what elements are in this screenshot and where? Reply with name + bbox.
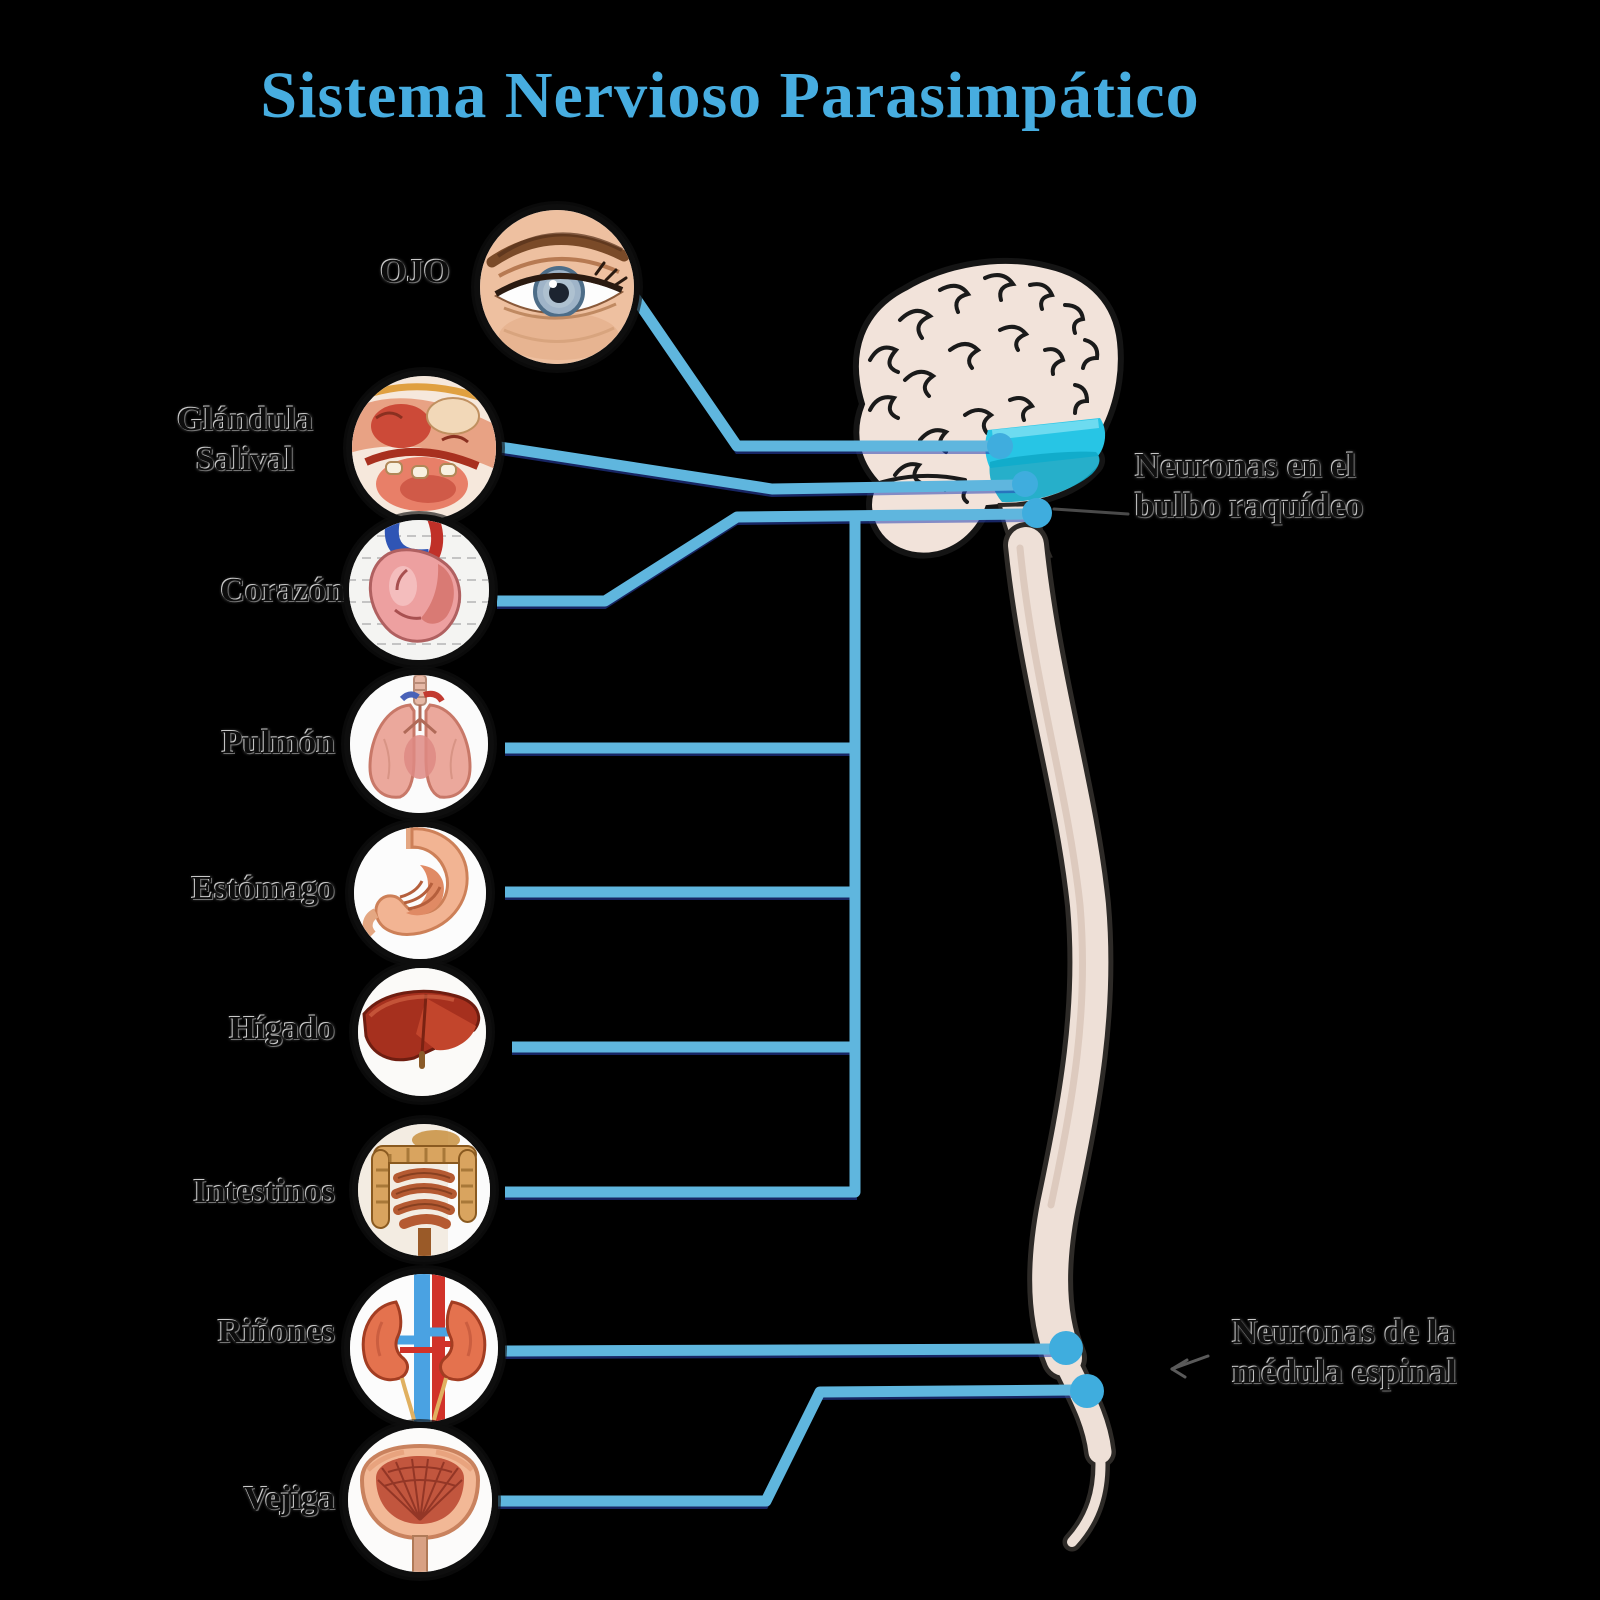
nerve-trunk-intestinos xyxy=(505,514,861,1198)
annotation-medula-line1: Neuronas de la xyxy=(1232,1312,1455,1351)
bulbo-pointer-line xyxy=(1052,507,1130,516)
label-glandula-salival: Glándula Salival xyxy=(176,401,314,478)
pulmon-illustration xyxy=(350,675,488,813)
label-ojo: OJO xyxy=(380,253,450,290)
corazon-illustration xyxy=(349,520,489,660)
bulbo-neuron-node-1 xyxy=(987,433,1013,459)
organ-circle-glandula-salival xyxy=(346,370,502,526)
label-pulmon: Pulmón xyxy=(221,724,335,761)
neuron-nodes xyxy=(987,433,1104,1408)
brain-gyri-texture xyxy=(868,273,1100,504)
organ-circle-estomago xyxy=(348,821,492,965)
label-rinones: Riñones xyxy=(217,1313,335,1350)
glandula-salival-illustration xyxy=(352,376,496,520)
intestinos-illustration xyxy=(358,1124,490,1256)
ojo-illustration xyxy=(480,210,634,364)
estomago-illustration xyxy=(354,827,486,959)
medula-neuron-node-1 xyxy=(1049,1331,1083,1365)
medula-pointer-arrow xyxy=(1170,1354,1210,1379)
organ-circle-higado xyxy=(352,962,492,1102)
bulbo-neuron-node-2 xyxy=(1012,471,1038,497)
label-estomago: Estómago xyxy=(191,870,335,907)
annotation-bulbo-line2: bulbo raquídeo xyxy=(1135,486,1364,525)
nerve-line-corazon xyxy=(497,508,1027,607)
nerve-line-rinones xyxy=(504,1343,1057,1357)
higado-illustration xyxy=(358,968,486,1096)
nerve-line-glandula xyxy=(499,441,1019,495)
medula-neuron-node-2 xyxy=(1070,1374,1104,1408)
label-vejiga: Vejiga xyxy=(243,1480,335,1517)
organ-circle-ojo xyxy=(474,204,640,370)
bulbo-neuron-node-3 xyxy=(1022,498,1052,528)
organ-circle-corazon xyxy=(343,514,495,666)
organ-circle-intestinos xyxy=(352,1118,496,1262)
annotation-bulbo-line1: Neuronas en el xyxy=(1135,446,1357,485)
label-intestinos: Intestinos xyxy=(193,1173,335,1210)
nerve-line-ojo xyxy=(629,292,994,452)
annotation-bulbo-raquideo: Neuronas en el bulbo raquídeo xyxy=(1135,446,1495,526)
annotation-medula-espinal: Neuronas de la médula espinal xyxy=(1232,1312,1592,1392)
annotation-medula-line2: médula espinal xyxy=(1232,1352,1457,1391)
organ-circle-rinones xyxy=(344,1268,504,1428)
nerve-line-vejiga xyxy=(498,1384,1075,1507)
vejiga-illustration xyxy=(348,1428,492,1572)
nerve-lines xyxy=(497,292,1075,1507)
organ-circle-vejiga xyxy=(342,1422,498,1578)
page-title: Sistema Nervioso Parasimpático xyxy=(260,59,1200,132)
label-higado: Hígado xyxy=(229,1010,335,1047)
label-corazon: Corazón xyxy=(220,572,345,609)
organ-circle-pulmon xyxy=(344,669,494,819)
rinones-illustration xyxy=(350,1274,498,1422)
